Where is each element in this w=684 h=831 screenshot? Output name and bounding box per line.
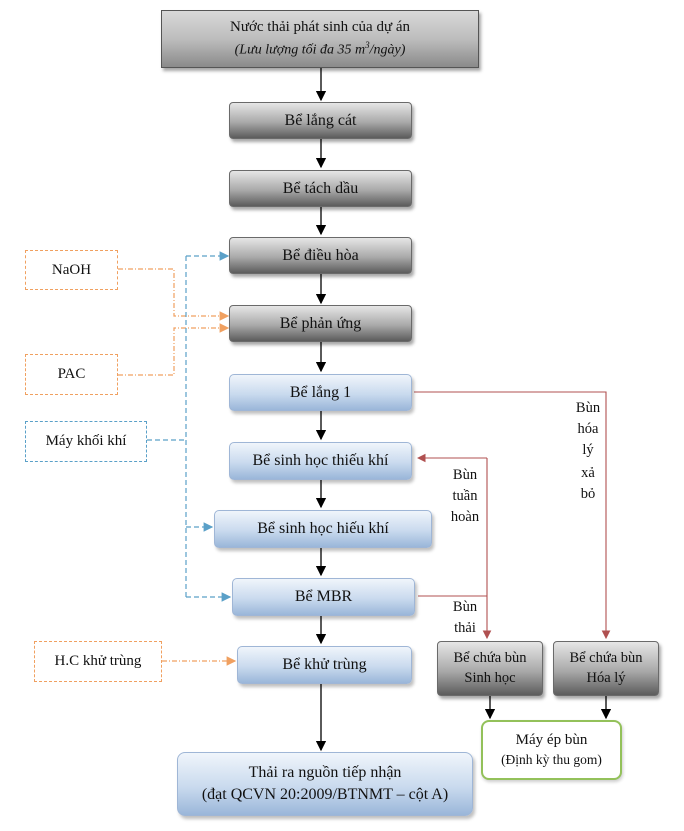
pac-input: PAC [25, 354, 118, 395]
mbr-label: Bể MBR [294, 588, 353, 605]
air-supply-lines [147, 251, 232, 602]
sand-settling-tank: Bể lắng cát [229, 102, 412, 139]
sludge-lines [414, 391, 611, 640]
blower-input: Máy khối khí [25, 421, 147, 462]
disinfection-label: Bể khử trùng [282, 656, 367, 673]
pac-label: PAC [57, 366, 86, 382]
waste-sludge-label: Bùn thải [452, 599, 478, 636]
bio-sludge-line1: Bể chứa bùn [453, 650, 527, 666]
anoxic-bio-tank: Bể sinh học thiếu khí [229, 442, 412, 480]
chem-sludge-discharge-label: Bùn hóa lý xả bỏ [575, 400, 601, 502]
aerobic-bio-tank: Bể sinh học hiếu khí [214, 510, 432, 548]
bio-sludge-tank: Bể chứa bùn Sinh học [437, 641, 543, 696]
source-subtitle: (Lưu lượng tối đa 35 m3/ngày) [234, 40, 406, 58]
main-flow-arrows [315, 68, 612, 752]
chemical-dosing-lines [118, 268, 237, 666]
anoxic-label: Bể sinh học thiếu khí [252, 452, 389, 469]
naoh-label: NaOH [51, 261, 92, 278]
bio-sludge-line2: Sinh học [464, 670, 516, 686]
wastewater-source-box: Nước thải phát sinh của dự án (Lưu lượng… [161, 10, 479, 68]
discharge-box: Thải ra nguồn tiếp nhận (đạt QCVN 20:200… [177, 752, 473, 816]
chem-sludge-line1: Bể chứa bùn [569, 650, 643, 666]
reaction-tank: Bể phản ứng [229, 305, 412, 342]
disinfectant-label: H.C khử trùng [54, 653, 142, 669]
naoh-input: NaOH [25, 250, 118, 290]
blower-label: Máy khối khí [45, 433, 127, 449]
oil-separation-tank: Bể tách dầu [229, 170, 412, 207]
disinfectant-input: H.C khử trùng [34, 641, 162, 682]
aerobic-label: Bể sinh học hiếu khí [257, 520, 389, 537]
discharge-line1: Thải ra nguồn tiếp nhận [248, 764, 402, 781]
mbr-tank: Bể MBR [232, 578, 415, 616]
equalization-label: Bể điều hòa [282, 246, 359, 264]
disinfection-tank: Bể khử trùng [237, 646, 412, 684]
recycle-sludge-label: Bùn tuần hoàn [450, 467, 480, 525]
sludge-press-note: (Định kỳ thu gom) [501, 752, 602, 767]
chem-sludge-line2: Hóa lý [586, 670, 626, 686]
source-title: Nước thải phát sinh của dự án [230, 19, 410, 36]
settling-1-label: Bể lắng 1 [289, 383, 352, 401]
chem-sludge-tank: Bể chứa bùn Hóa lý [553, 641, 659, 696]
sludge-press-box: Máy ép bùn (Định kỳ thu gom) [481, 720, 622, 780]
oil-separation-label: Bể tách dầu [282, 179, 359, 197]
reaction-label: Bể phản ứng [279, 314, 362, 332]
equalization-tank: Bể điều hòa [229, 237, 412, 274]
sand-settling-label: Bể lắng cát [284, 111, 357, 129]
settling-tank-1: Bể lắng 1 [229, 374, 412, 411]
sludge-press-label: Máy ép bùn [515, 732, 588, 748]
discharge-line2: (đạt QCVN 20:2009/BTNMT – cột A) [201, 786, 449, 803]
